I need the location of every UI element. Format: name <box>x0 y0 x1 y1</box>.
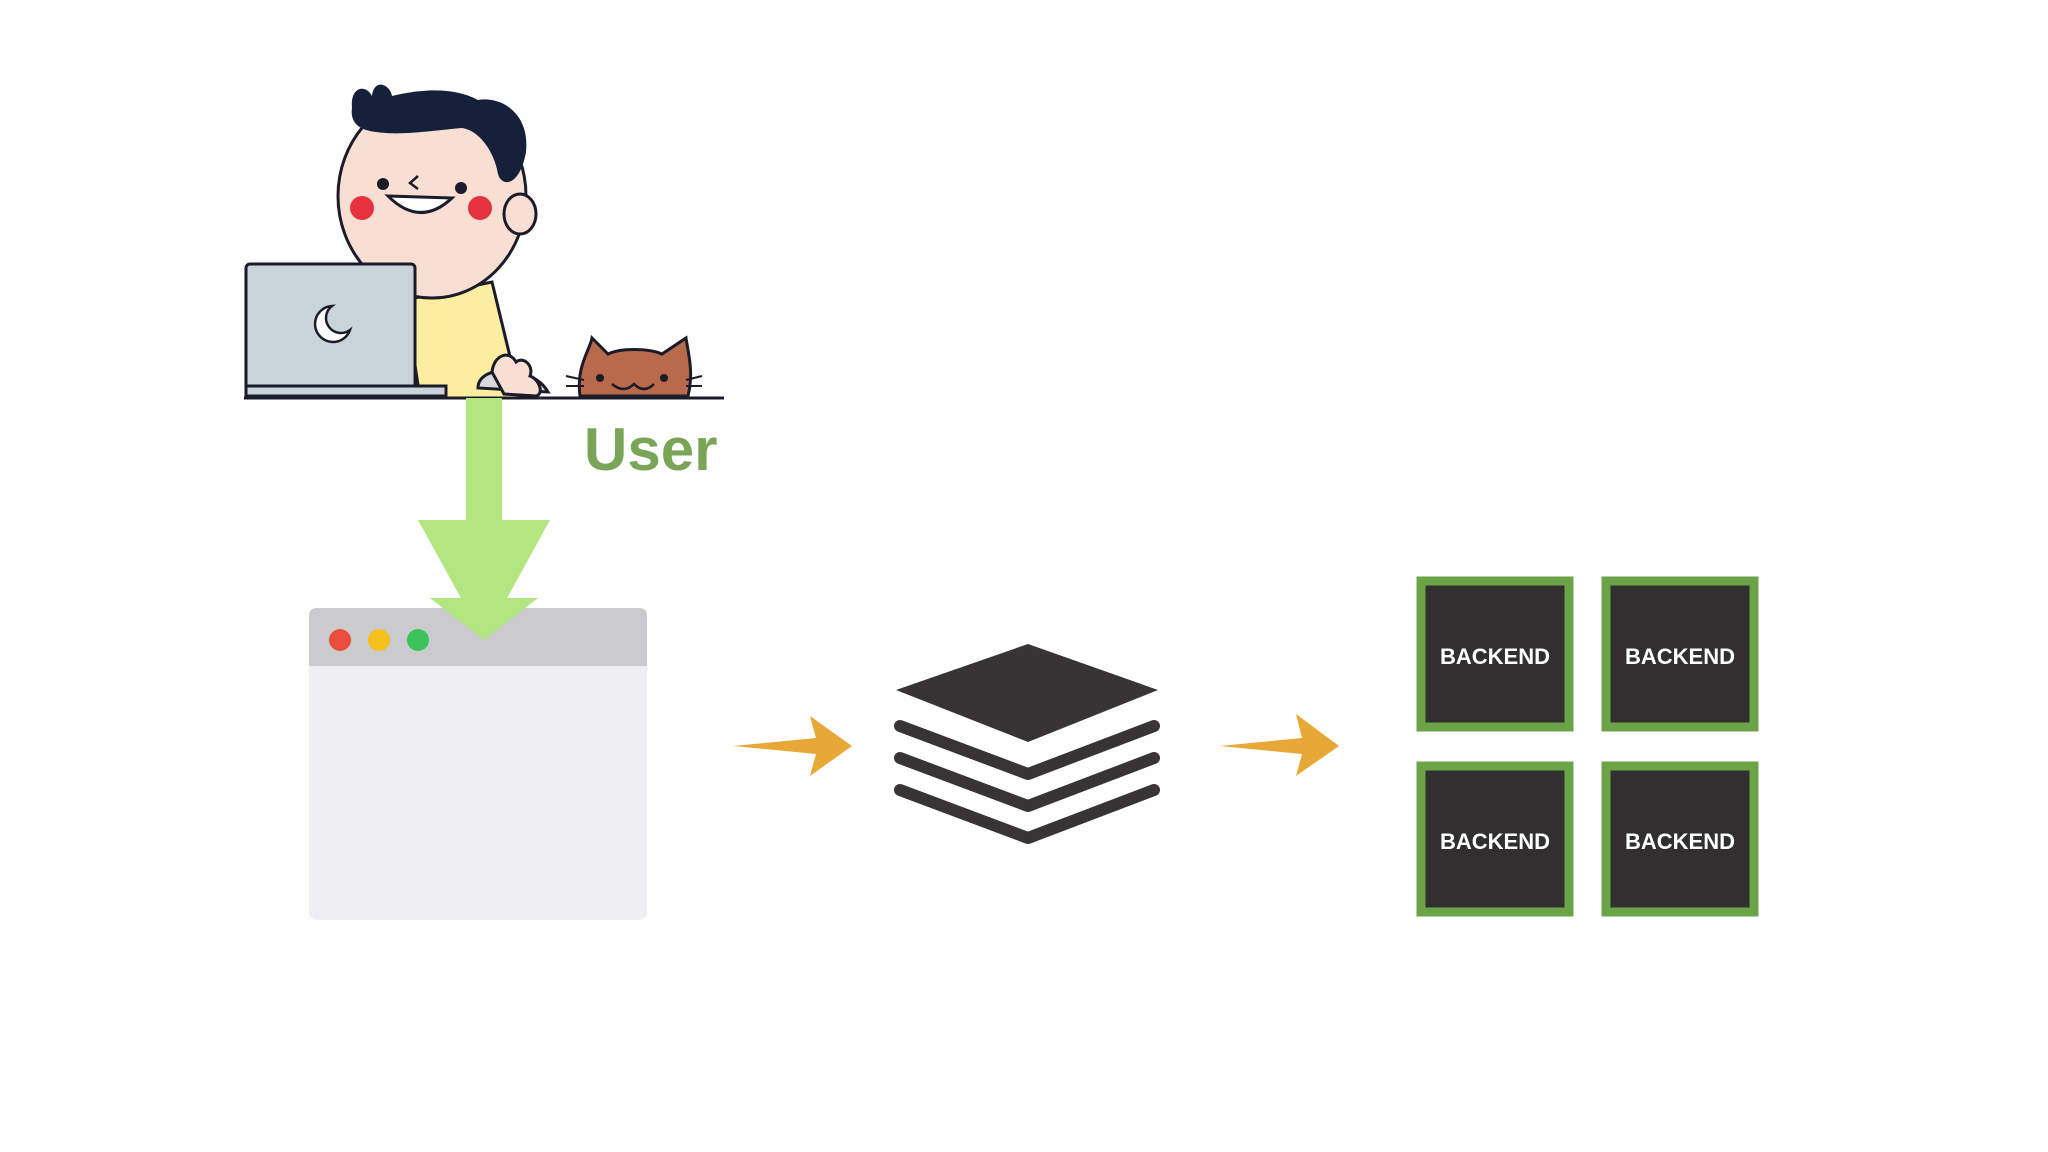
backend-box: BACKEND <box>1416 761 1574 917</box>
user-cheek-left <box>350 196 374 220</box>
backend-box: BACKEND <box>1416 576 1574 732</box>
layers-icon <box>894 644 1160 844</box>
browser-window-body <box>309 608 647 920</box>
user-hand <box>490 353 542 398</box>
minimize-dot-icon <box>368 629 390 651</box>
cat-icon <box>565 334 703 398</box>
maximize-dot-icon <box>407 629 429 651</box>
backend-label: BACKEND <box>1440 829 1550 854</box>
backend-label: BACKEND <box>1440 644 1550 669</box>
laptop-base <box>244 384 448 398</box>
browser-window <box>309 608 647 920</box>
right-arrow-icon-1 <box>733 716 852 776</box>
user-eye-right <box>455 182 467 194</box>
user-hair <box>351 84 527 183</box>
backend-label: BACKEND <box>1625 829 1735 854</box>
user-eye-left <box>377 178 389 190</box>
laptop-logo-icon <box>313 304 353 344</box>
browser-titlebar <box>309 608 647 666</box>
user-illustration <box>244 84 724 400</box>
user-wink <box>408 175 419 190</box>
right-arrow-icon-2 <box>1220 714 1339 776</box>
backend-label: BACKEND <box>1625 644 1735 669</box>
backend-box: BACKEND <box>1601 576 1759 732</box>
user-cheek-right <box>468 196 492 220</box>
user-label: User <box>584 416 717 483</box>
close-dot-icon <box>329 629 351 651</box>
user-ear <box>502 192 538 236</box>
user-mouth <box>384 194 456 214</box>
backend-box: BACKEND <box>1601 761 1759 917</box>
laptop-icon <box>244 262 417 391</box>
down-arrow-icon <box>418 398 550 640</box>
backend-grid: BACKEND BACKEND BACKEND BACKEND <box>1416 576 1759 917</box>
down-arrow-tip <box>430 598 538 640</box>
